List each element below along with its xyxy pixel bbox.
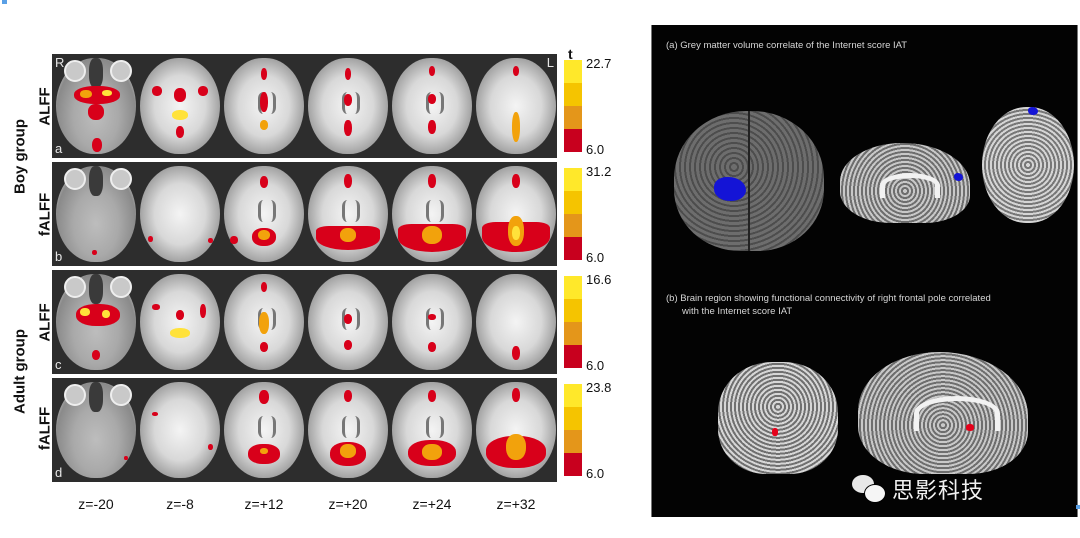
z-label: z=+12 [244, 496, 284, 512]
brain-slice [476, 58, 556, 154]
alff-figure: t Boy group Adult group ALFF fALFF ALFF … [0, 46, 612, 518]
caption-a: (a) Grey matter volume correlate of the … [666, 40, 908, 51]
brain-slice [224, 382, 304, 478]
slice-row-c: c [52, 270, 557, 374]
watermark: 思影科技 [852, 473, 984, 505]
colorbar-c [564, 276, 582, 368]
edge-marker [1076, 505, 1080, 509]
brain-slice [224, 58, 304, 154]
brain-3d-render [674, 111, 824, 251]
colorbar-max: 23.8 [586, 380, 612, 395]
colorbar-max: 31.2 [586, 164, 612, 179]
colorbar-max: 16.6 [586, 272, 612, 287]
colorbar-max: 22.7 [586, 56, 612, 71]
axial-slice [982, 107, 1074, 223]
z-label: z=+20 [328, 496, 368, 512]
colorbar-min: 6.0 [586, 466, 605, 481]
brain-slice [308, 58, 388, 154]
panel-letter: c [55, 357, 62, 372]
z-label: z=+32 [496, 496, 536, 512]
panel-letter: b [55, 249, 63, 264]
brain-slice [56, 274, 136, 370]
coronal-slice [718, 362, 838, 474]
caption-b: (b) Brain region showing functional conn… [666, 293, 991, 304]
brain-slice [140, 274, 220, 370]
corner-marker [2, 0, 7, 4]
brain-slice [476, 274, 556, 370]
panel-letter: d [55, 465, 63, 480]
z-label: z=+24 [412, 496, 452, 512]
brain-slice [224, 274, 304, 370]
brain-slice [56, 382, 136, 478]
brain-slice [308, 274, 388, 370]
brain-slice [140, 58, 220, 154]
slice-row-d: d [52, 378, 557, 482]
colorbar-min: 6.0 [586, 358, 605, 373]
z-label: z=-20 [78, 496, 114, 512]
orientation-right-label: R [55, 55, 65, 70]
brain-slice [56, 58, 136, 154]
z-label: z=-8 [166, 496, 194, 512]
sagittal-slice [840, 143, 970, 223]
caption-b-line2: with the Internet score IAT [682, 306, 793, 317]
orientation-left-label: L [546, 55, 554, 70]
colorbar-a [564, 60, 582, 152]
brain-slice [392, 382, 472, 478]
wechat-icon [852, 475, 886, 503]
brain-slice [308, 166, 388, 262]
row-label-boy-falff: fALFF [36, 192, 54, 237]
brain-slice [476, 166, 556, 262]
colorbar-min: 6.0 [586, 142, 605, 157]
row-label-adult-alff: ALFF [36, 303, 54, 342]
brain-slice [392, 58, 472, 154]
colorbar-b [564, 168, 582, 260]
brain-slice [476, 382, 556, 478]
row-label-adult-falff: fALFF [36, 406, 54, 451]
watermark-text: 思影科技 [892, 478, 985, 503]
grey-matter-figure: (a) Grey matter volume correlate of the … [651, 25, 1078, 517]
brain-slice [392, 166, 472, 262]
slice-row-a: R L a [52, 54, 557, 158]
brain-slice [140, 166, 220, 262]
colorbar-min: 6.0 [586, 250, 605, 265]
colorbar-d [564, 384, 582, 476]
sagittal-slice-b [858, 352, 1028, 474]
brain-slice [140, 382, 220, 478]
brain-slice [56, 166, 136, 262]
group-label-boy: Boy group [11, 119, 29, 194]
panel-letter: a [55, 141, 63, 156]
brain-slice [308, 382, 388, 478]
brain-slice [224, 166, 304, 262]
brain-slice [392, 274, 472, 370]
row-label-boy-alff: ALFF [36, 87, 54, 126]
colorbar-title: t [568, 46, 573, 62]
slice-row-b: b [52, 162, 557, 266]
group-label-adult: Adult group [11, 329, 29, 414]
